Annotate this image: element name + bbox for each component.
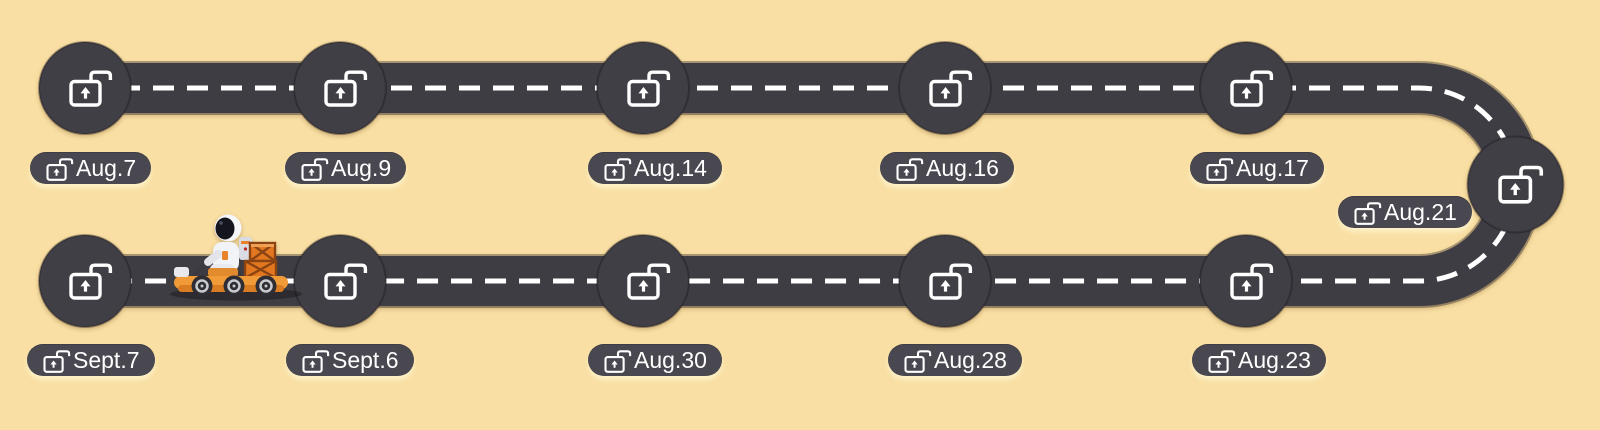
milestone-label-sept6[interactable]: Sept.6 (286, 344, 414, 376)
road-centerline (85, 85, 1519, 284)
road-path (85, 63, 1541, 306)
milestone-date: Aug.14 (634, 155, 707, 181)
milestone-date: Aug.16 (926, 155, 999, 181)
milestone-date: Aug.28 (934, 347, 1007, 373)
milestone-date: Aug.9 (331, 155, 392, 181)
milestone-label-aug28[interactable]: Aug.28 (888, 344, 1022, 376)
road-outline (85, 61, 1543, 308)
milestone-label-aug23[interactable]: Aug.23 (1192, 344, 1326, 376)
milestone-date: Aug.21 (1384, 199, 1457, 225)
milestone-date: Aug.17 (1236, 155, 1309, 181)
milestone-label-aug30[interactable]: Aug.30 (588, 344, 722, 376)
open-padlock-icon (1208, 348, 1236, 373)
open-padlock-icon (896, 156, 924, 181)
open-padlock-icon (604, 156, 632, 181)
milestone-label-aug21[interactable]: Aug.21 (1338, 196, 1472, 228)
astronaut-cargo-rover-icon (170, 214, 302, 301)
open-padlock-icon (46, 156, 74, 181)
open-padlock-icon (1354, 200, 1382, 225)
open-padlock-icon (904, 348, 932, 373)
open-padlock-icon (604, 348, 632, 373)
milestone-label-aug7[interactable]: Aug.7 (30, 152, 152, 184)
milestone-label-aug17[interactable]: Aug.17 (1190, 152, 1324, 184)
open-padlock-icon (43, 348, 71, 373)
milestone-date: Aug.23 (1238, 347, 1311, 373)
open-padlock-icon (302, 348, 330, 373)
milestone-date: Aug.7 (76, 155, 137, 181)
milestone-label-sept7[interactable]: Sept.7 (27, 344, 155, 376)
milestone-date: Sept.7 (73, 347, 140, 373)
milestone-label-aug9[interactable]: Aug.9 (285, 152, 407, 184)
open-padlock-icon (1206, 156, 1234, 181)
milestone-label-aug16[interactable]: Aug.16 (880, 152, 1014, 184)
milestone-date: Sept.6 (332, 347, 399, 373)
milestone-label-aug14[interactable]: Aug.14 (588, 152, 722, 184)
milestone-date: Aug.30 (634, 347, 707, 373)
open-padlock-icon (301, 156, 329, 181)
